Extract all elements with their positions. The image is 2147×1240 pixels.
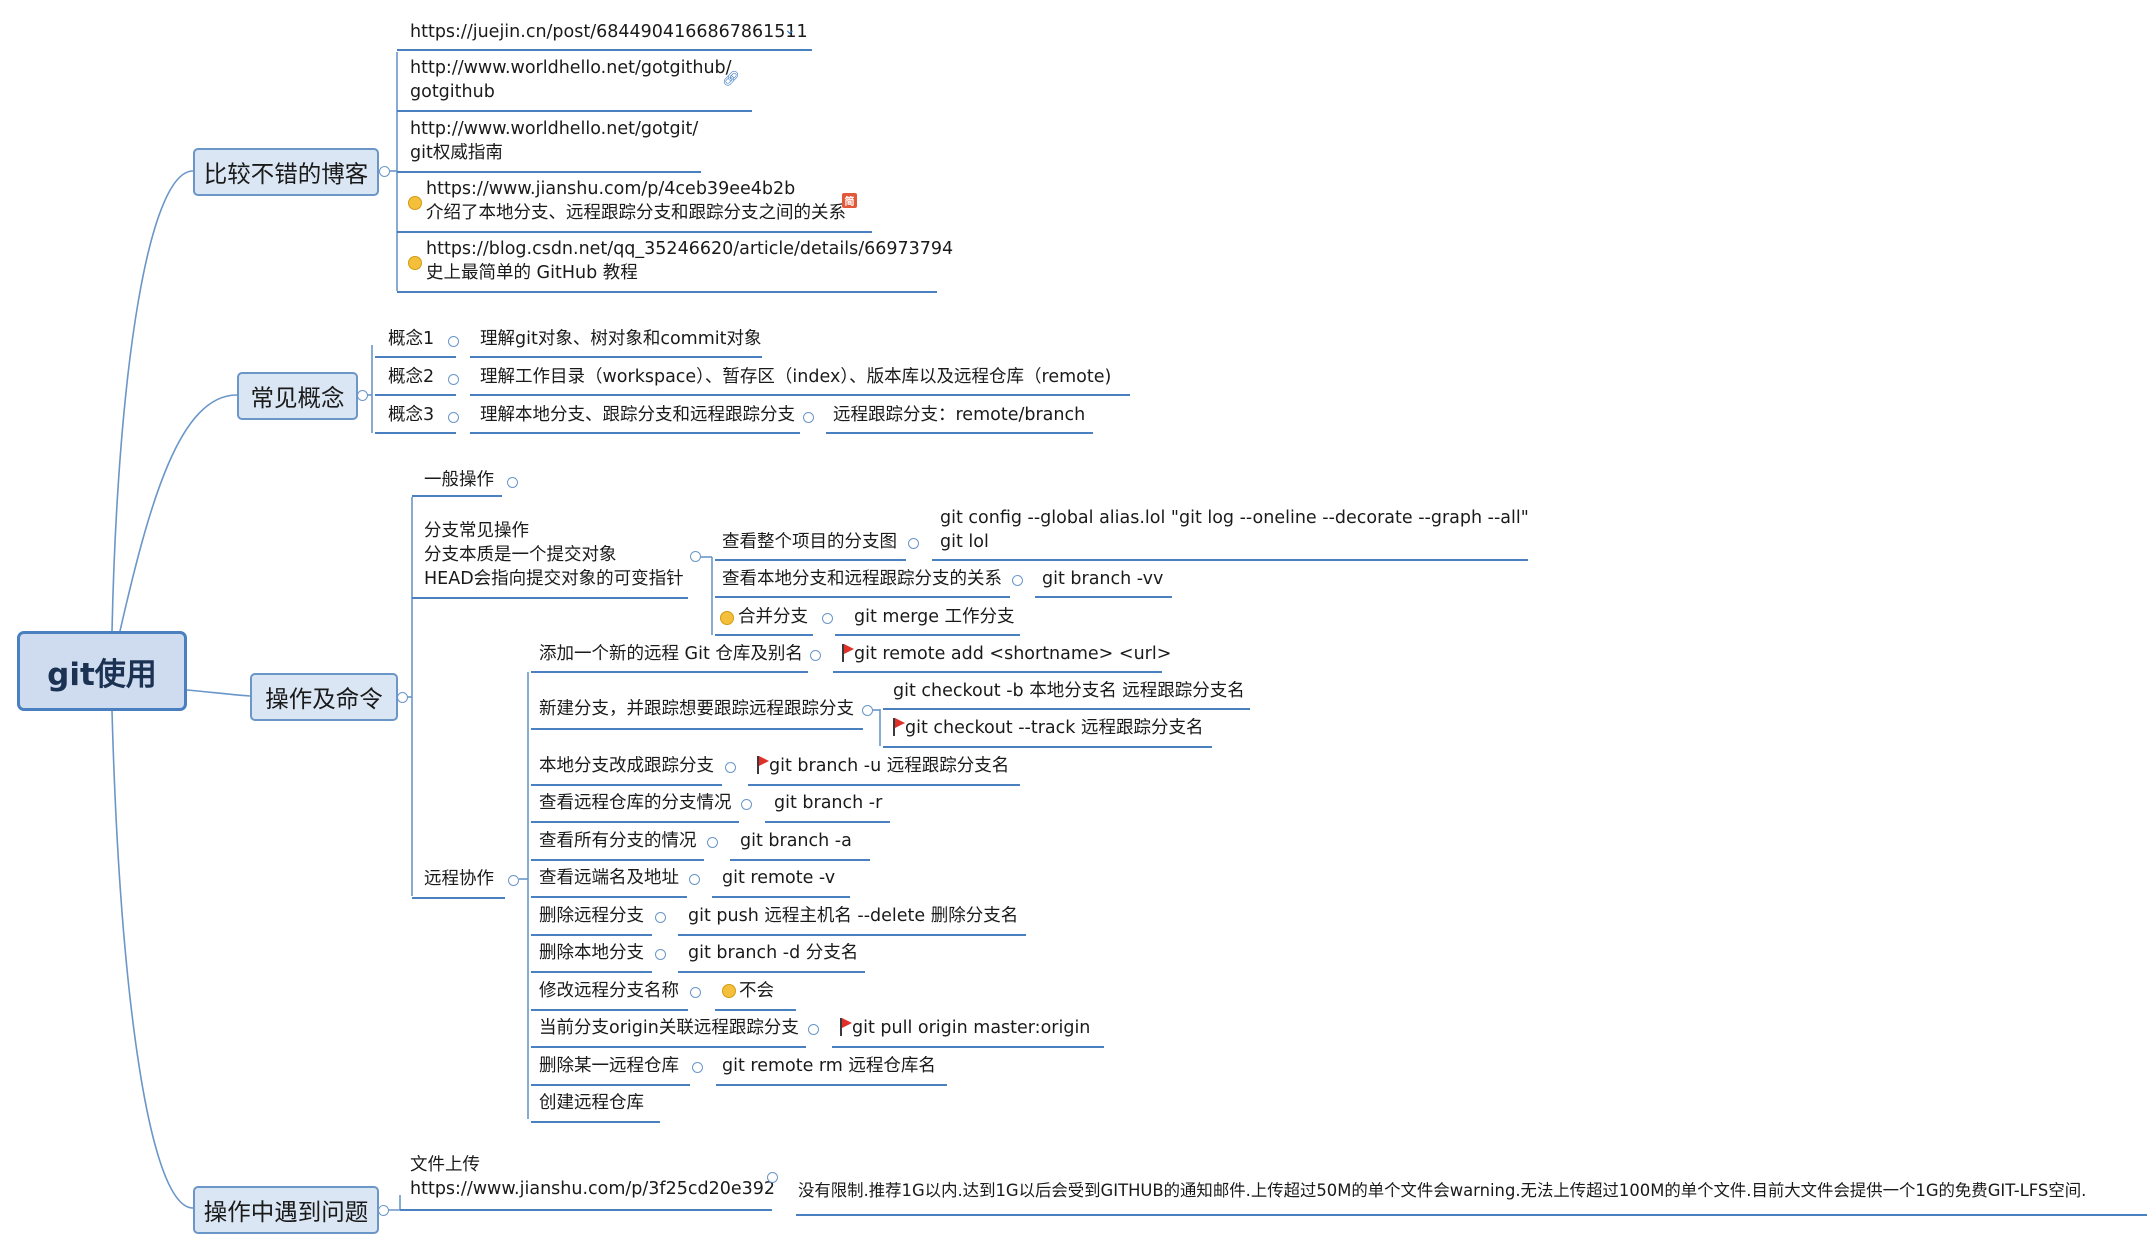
git-merge-command[interactable]: git merge 工作分支 <box>854 607 1015 627</box>
collapse-toggle-concepts[interactable] <box>357 390 368 401</box>
blog-link-5[interactable]: https://blog.csdn.net/qq_35246620/articl… <box>426 239 954 259</box>
collapse-toggle-concept-3[interactable] <box>448 412 459 423</box>
topic-operations[interactable]: 操作及命令 <box>250 673 398 721</box>
smiley-icon <box>722 984 736 998</box>
remote-item-8-command[interactable]: git branch -d 分支名 <box>688 943 859 963</box>
red-flag-icon <box>757 756 769 774</box>
problem-file-upload-label[interactable]: 文件上传 <box>410 1155 480 1175</box>
remote-item-5-label[interactable]: 查看所有分支的情况 <box>539 831 697 851</box>
remote-item-1-label[interactable]: 添加一个新的远程 Git 仓库及别名 <box>539 644 803 664</box>
general-ops-label[interactable]: 一般操作 <box>424 470 494 490</box>
collapse-toggle-concept-2[interactable] <box>448 374 459 385</box>
blog-link-2[interactable]: http://www.worldhello.net/gotgithub/ <box>410 58 732 78</box>
remote-item-1-command[interactable]: git remote add <shortname> <url> <box>842 643 1171 666</box>
remote-item-10-command[interactable]: git pull origin master:origin <box>840 1017 1090 1040</box>
remote-item-11-label[interactable]: 删除某一远程仓库 <box>539 1056 679 1076</box>
collapse-toggle-blogs[interactable] <box>379 166 390 177</box>
hyperlink-icon[interactable]: 🔗︎ <box>722 71 740 87</box>
blog-link-1[interactable]: https://juejin.cn/post/68449041668678615… <box>410 22 808 42</box>
topic-concepts[interactable]: 常见概念 <box>237 372 358 420</box>
collapse-toggle-remote-8[interactable] <box>655 949 666 960</box>
remote-item-5-command[interactable]: git branch -a <box>740 831 852 851</box>
remote-item-11-command[interactable]: git remote rm 远程仓库名 <box>722 1056 936 1076</box>
concept-1-label[interactable]: 概念1 <box>388 329 435 349</box>
collapse-toggle-merge[interactable] <box>822 613 833 624</box>
git-branch-vv-command[interactable]: git branch -vv <box>1042 569 1164 589</box>
merge-branch-label[interactable]: 合并分支 <box>738 607 808 627</box>
concept-3-desc[interactable]: 理解本地分支、跟踪分支和远程跟踪分支 <box>480 405 795 425</box>
collapse-toggle-remote-5[interactable] <box>707 837 718 848</box>
branch-ops-line-1[interactable]: 分支常见操作 <box>424 521 529 541</box>
concept-2-desc[interactable]: 理解工作目录（workspace）、暂存区（index）、版本库以及远程仓库（r… <box>480 367 1112 387</box>
remote-item-8-label[interactable]: 删除本地分支 <box>539 943 644 963</box>
red-flag-icon <box>893 718 905 736</box>
concept-2-label[interactable]: 概念2 <box>388 367 435 387</box>
collapse-toggle-remote-1[interactable] <box>810 650 821 661</box>
concept-3-extra[interactable]: 远程跟踪分支：remote/branch <box>833 405 1086 425</box>
blog-link-2-title: gotgithub <box>410 82 495 102</box>
problem-file-upload-link[interactable]: https://www.jianshu.com/p/3f25cd20e392 <box>410 1179 776 1199</box>
remote-item-3-command[interactable]: git branch -u 远程跟踪分支名 <box>757 755 1009 778</box>
remote-item-12-label[interactable]: 创建远程仓库 <box>539 1093 644 1113</box>
collapse-toggle-remote-7[interactable] <box>655 912 666 923</box>
branch-ops-line-2: 分支本质是一个提交对象 <box>424 545 617 565</box>
collapse-toggle-remote-6[interactable] <box>689 874 700 885</box>
remote-item-4-label[interactable]: 查看远程仓库的分支情况 <box>539 793 732 813</box>
smiley-icon <box>408 196 422 210</box>
view-branch-graph-label[interactable]: 查看整个项目的分支图 <box>722 532 897 552</box>
collapse-toggle-tracking[interactable] <box>1012 575 1023 586</box>
expand-toggle-general-ops[interactable] <box>507 477 518 488</box>
remote-item-3-label[interactable]: 本地分支改成跟踪分支 <box>539 756 714 776</box>
remote-collab-label[interactable]: 远程协作 <box>424 869 494 889</box>
collapse-toggle-concept-3-desc[interactable] <box>803 412 814 423</box>
remote-item-9-value[interactable]: 不会 <box>722 980 774 1003</box>
note-icon[interactable]: 简 <box>842 193 857 208</box>
red-flag-icon <box>840 1018 852 1036</box>
collapse-toggle-problems[interactable] <box>378 1205 389 1216</box>
topic-problems[interactable]: 操作中遇到问题 <box>193 1186 379 1234</box>
remote-item-6-label[interactable]: 查看远端名及地址 <box>539 868 679 888</box>
collapse-toggle-remote[interactable] <box>508 875 519 886</box>
remote-item-7-command[interactable]: git push 远程主机名 --delete 删除分支名 <box>688 906 1019 926</box>
smiley-icon <box>408 256 422 270</box>
problem-detail[interactable]: 没有限制.推荐1G以内.达到1G以后会受到GITHUB的通知邮件.上传超过50M… <box>798 1181 2087 1200</box>
collapse-toggle-branch-ops[interactable] <box>690 551 701 562</box>
root-topic[interactable]: git使用 <box>17 631 187 711</box>
collapse-toggle-remote-10[interactable] <box>808 1024 819 1035</box>
remote-item-2-command-2[interactable]: git checkout --track 远程跟踪分支名 <box>893 717 1203 740</box>
branch-ops-line-3: HEAD会指向提交对象的可变指针 <box>424 569 684 589</box>
collapse-toggle-remote-3[interactable] <box>725 762 736 773</box>
remote-item-7-label[interactable]: 删除远程分支 <box>539 906 644 926</box>
collapse-toggle-problem[interactable] <box>767 1172 778 1183</box>
chevron-down-icon[interactable]: ⌄ <box>784 22 796 38</box>
collapse-toggle-concept-1[interactable] <box>448 336 459 347</box>
collapse-toggle-remote-11[interactable] <box>692 1062 703 1073</box>
remote-item-10-label[interactable]: 当前分支origin关联远程跟踪分支 <box>539 1018 799 1038</box>
collapse-toggle-remote-2[interactable] <box>862 705 873 716</box>
blog-link-4-desc: 介绍了本地分支、远程跟踪分支和跟踪分支之间的关系 <box>426 203 846 223</box>
collapse-toggle-operations[interactable] <box>397 692 408 703</box>
git-lol-command: git lol <box>940 532 989 552</box>
concept-1-desc[interactable]: 理解git对象、树对象和commit对象 <box>480 329 762 349</box>
topic-blogs[interactable]: 比较不错的博客 <box>193 148 379 196</box>
blog-link-5-desc: 史上最简单的 GitHub 教程 <box>426 263 638 283</box>
smiley-icon <box>720 611 734 625</box>
blog-link-4[interactable]: https://www.jianshu.com/p/4ceb39ee4b2b <box>426 179 796 199</box>
remote-item-9-label[interactable]: 修改远程分支名称 <box>539 981 679 1001</box>
red-flag-icon <box>842 644 854 662</box>
view-tracking-label[interactable]: 查看本地分支和远程跟踪分支的关系 <box>722 569 1002 589</box>
collapse-toggle-remote-4[interactable] <box>741 799 752 810</box>
git-lol-alias-command[interactable]: git config --global alias.lol "git log -… <box>940 508 1529 528</box>
remote-item-4-command[interactable]: git branch -r <box>774 793 883 813</box>
collapse-toggle-remote-9[interactable] <box>690 987 701 998</box>
concept-3-label[interactable]: 概念3 <box>388 405 435 425</box>
blog-link-3[interactable]: http://www.worldhello.net/gotgit/ <box>410 119 699 139</box>
remote-item-6-command[interactable]: git remote -v <box>722 868 836 888</box>
blog-link-3-title: git权威指南 <box>410 143 503 163</box>
remote-item-2-command-1[interactable]: git checkout -b 本地分支名 远程跟踪分支名 <box>893 681 1245 701</box>
collapse-toggle-branch-graph[interactable] <box>908 538 919 549</box>
remote-item-2-label[interactable]: 新建分支，并跟踪想要跟踪远程跟踪分支 <box>539 699 854 719</box>
